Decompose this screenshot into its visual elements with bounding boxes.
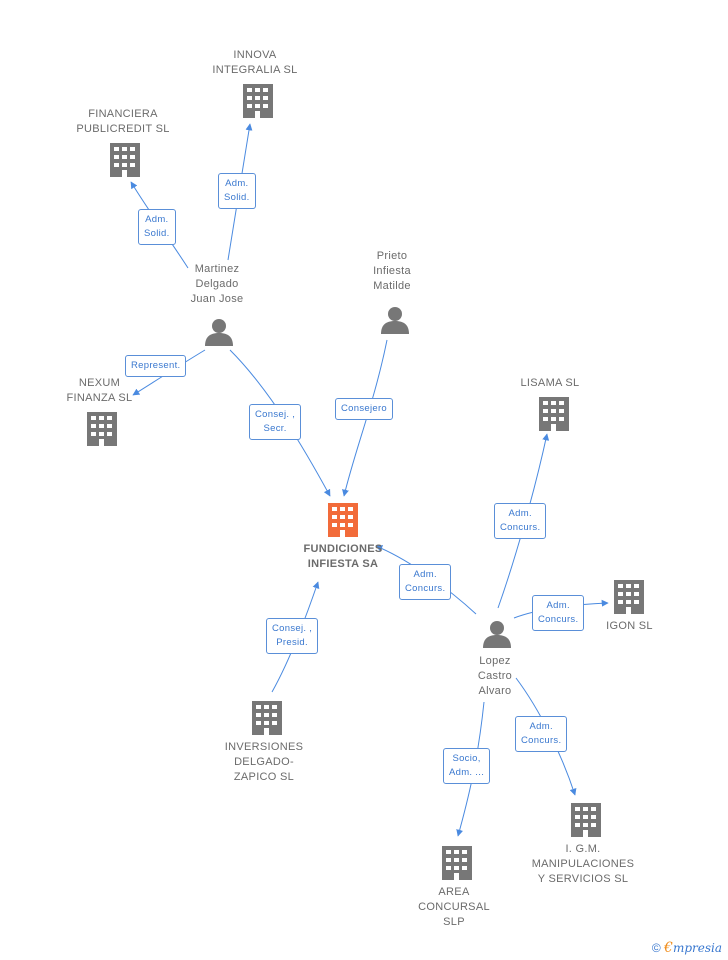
edge-label-line: Solid. <box>144 228 170 239</box>
edge-label-line: Adm. <box>546 600 570 611</box>
edge-label-lopez-igon[interactable]: Adm. Concurs. <box>532 595 585 631</box>
edge-label-line: Presid. <box>276 637 308 648</box>
label-line: INTEGRALIA SL <box>212 64 298 76</box>
label-line: LISAMA SL <box>520 377 580 389</box>
person-icon <box>205 319 233 346</box>
label-line: AREA <box>438 886 470 898</box>
edge-label-line: Concurs. <box>500 522 541 533</box>
label-line: Infiesta <box>373 265 411 277</box>
node-label-fundiciones[interactable]: FUNDICIONES INFIESTA SA <box>288 542 398 572</box>
brand-name: mpresia <box>672 941 722 955</box>
label-line: Martinez <box>194 263 240 275</box>
building-icon <box>110 143 140 177</box>
edge-label-martinez-financiera[interactable]: Adm. Solid. <box>138 209 176 245</box>
label-line: Y SERVICIOS SL <box>537 873 629 885</box>
node-label-financiera[interactable]: FINANCIERA PUBLICREDIT SL <box>68 107 178 137</box>
label-line: Prieto <box>376 250 408 262</box>
edge-label-martinez-innova[interactable]: Adm. Solid. <box>218 173 256 209</box>
edge-label-line: Adm. <box>508 508 532 519</box>
edge-label-line: Represent. <box>131 360 181 371</box>
edge-label-prieto-fundiciones[interactable]: Consejero <box>335 398 394 420</box>
building-icon <box>614 580 644 614</box>
edge-label-line: Concurs. <box>538 614 579 625</box>
label-line: Castro <box>477 670 513 682</box>
label-line: FINANCIERA <box>88 108 158 120</box>
label-line: INNOVA <box>233 49 277 61</box>
node-label-igm[interactable]: I. G.M. MANIPULACIONES Y SERVICIOS SL <box>527 842 639 887</box>
building-icon <box>539 397 569 431</box>
edge-label-line: Concurs. <box>521 735 562 746</box>
label-line: Matilde <box>373 280 411 292</box>
label-line: PUBLICREDIT SL <box>76 123 170 135</box>
edge-label-lopez-area[interactable]: Socio, Adm. ... <box>443 748 491 784</box>
node-label-inversiones[interactable]: INVERSIONES DELGADO- ZAPICO SL <box>214 740 314 785</box>
edge-label-line: Consej. , <box>272 623 313 634</box>
building-icon <box>442 846 472 880</box>
edge-label-line: Adm. ... <box>449 767 485 778</box>
edge-label-line: Adm. <box>529 721 553 732</box>
building-icon <box>571 803 601 837</box>
edge-label-martinez-fundiciones[interactable]: Consej. , Secr. <box>249 404 302 440</box>
edge-label-lopez-lisama[interactable]: Adm. Concurs. <box>494 503 547 539</box>
node-label-area[interactable]: AREA CONCURSAL SLP <box>414 885 494 930</box>
building-icon <box>252 701 282 735</box>
edge-label-line: Concurs. <box>405 583 446 594</box>
edge-label-line: Adm. <box>413 569 437 580</box>
label-line: NEXUM <box>78 377 121 389</box>
edge-label-inversiones-fundiciones[interactable]: Consej. , Presid. <box>266 618 319 654</box>
edge-label-lopez-fundiciones[interactable]: Adm. Concurs. <box>399 564 452 600</box>
edge-prieto-fundiciones <box>342 339 388 497</box>
label-line: MANIPULACIONES <box>531 858 635 870</box>
building-icon <box>243 84 273 118</box>
label-line: ZAPICO SL <box>233 771 295 783</box>
label-line: Juan Jose <box>190 293 244 305</box>
label-line: DELGADO- <box>234 756 294 768</box>
edge-label-line: Consej. , <box>255 409 296 420</box>
label-line: Alvaro <box>478 685 512 697</box>
edge-label-line: Socio, <box>452 753 481 764</box>
label-line: INFIESTA SA <box>307 558 379 570</box>
edge-label-martinez-nexum[interactable]: Represent. <box>125 355 187 377</box>
node-label-lisama[interactable]: LISAMA SL <box>505 376 595 391</box>
node-label-lopez[interactable]: Lopez Castro Alvaro <box>455 654 535 699</box>
brand-e: € <box>664 940 673 956</box>
building-icon <box>87 412 117 446</box>
label-line: I. G.M. <box>565 843 601 855</box>
node-label-nexum[interactable]: NEXUM FINANZA SL <box>52 376 147 406</box>
label-line: CONCURSAL <box>418 901 490 913</box>
label-line: IGON SL <box>606 620 653 632</box>
edge-label-line: Adm. <box>225 178 249 189</box>
brand-logo: © €mpresia <box>652 940 722 956</box>
person-icon <box>381 307 409 334</box>
building-icon-focus <box>328 503 358 537</box>
label-line: Delgado <box>195 278 239 290</box>
edge-label-line: Solid. <box>224 192 250 203</box>
node-label-innova[interactable]: INNOVA INTEGRALIA SL <box>205 48 305 78</box>
edge-label-line: Adm. <box>145 214 169 225</box>
label-line: SLP <box>443 916 465 928</box>
edge-label-line: Consejero <box>341 403 388 414</box>
label-line: INVERSIONES <box>224 741 304 753</box>
node-label-martinez[interactable]: Martinez Delgado Juan Jose <box>167 262 267 307</box>
edge-label-line: Secr. <box>263 423 287 434</box>
edge-label-lopez-igm[interactable]: Adm. Concurs. <box>515 716 568 752</box>
label-line: FINANZA SL <box>66 392 133 404</box>
node-label-prieto[interactable]: Prieto Infiesta Matilde <box>352 249 432 294</box>
label-line: Lopez <box>479 655 511 667</box>
label-line: FUNDICIONES <box>303 543 383 555</box>
node-label-igon[interactable]: IGON SL <box>597 619 662 634</box>
copyright-symbol: © <box>651 941 661 955</box>
person-icon <box>483 621 511 648</box>
